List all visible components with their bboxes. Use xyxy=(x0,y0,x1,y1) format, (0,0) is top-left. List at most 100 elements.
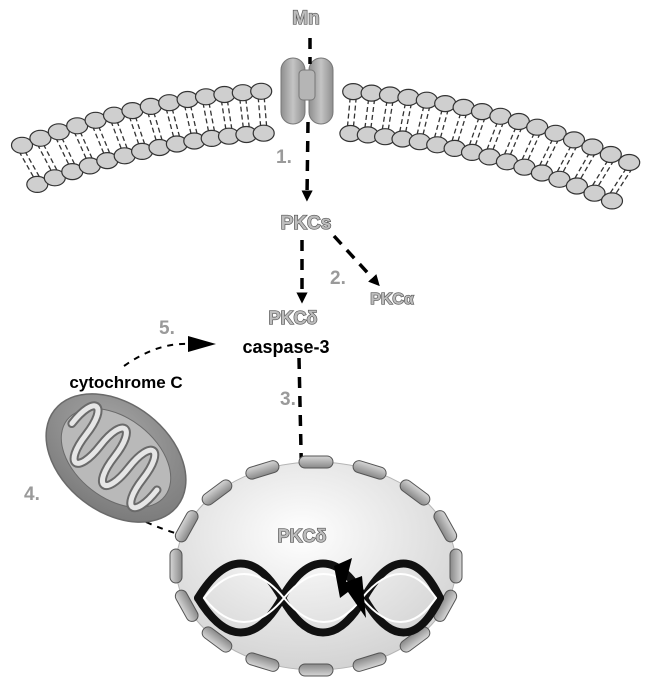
pkc-delta-cytosol-label: PKCδ xyxy=(269,308,318,328)
mn-label: Mn xyxy=(292,8,319,29)
lipid-tail xyxy=(555,145,572,174)
lipid-tail xyxy=(346,97,351,128)
step-2-label: 2. xyxy=(330,268,346,289)
lipid-head xyxy=(583,184,606,202)
lipid-head xyxy=(194,88,218,106)
lipid-tail xyxy=(183,105,192,136)
lipid-head xyxy=(102,106,126,124)
lipid-tail xyxy=(439,109,449,139)
envelope-segment xyxy=(298,663,334,677)
lipid-tail xyxy=(36,143,53,173)
lipid-head xyxy=(415,91,438,109)
lipid-head xyxy=(158,94,181,112)
lipid-tail xyxy=(364,99,370,129)
caspase-3-label: caspase-3 xyxy=(242,337,329,357)
lipid-head xyxy=(213,85,236,104)
lipid-head xyxy=(360,84,383,102)
lipid-head xyxy=(176,90,199,109)
lipid-tail xyxy=(544,139,560,168)
step1-arrow xyxy=(301,121,313,202)
lipid-tail xyxy=(352,97,357,128)
lipid-head xyxy=(581,138,604,156)
envelope-segment xyxy=(399,479,431,506)
lightning-bolt-icon xyxy=(334,558,366,618)
lipid-tail xyxy=(257,97,262,128)
lipid-tail xyxy=(171,108,181,139)
lipid-tail xyxy=(503,127,517,157)
lipid-tail xyxy=(134,116,146,146)
lipid-tail xyxy=(208,102,216,133)
lipid-tail xyxy=(404,103,413,134)
dna-helix xyxy=(194,559,444,637)
lipid-tail xyxy=(42,143,59,173)
lipid-tail xyxy=(561,145,578,174)
pkc-alpha-label: PKCα xyxy=(370,291,414,308)
lipid-head xyxy=(342,82,365,101)
lipid-tail xyxy=(416,106,425,136)
lipid-head xyxy=(470,102,494,121)
lipid-tail xyxy=(79,131,94,161)
lipid-tail xyxy=(450,113,462,143)
lipid-tail xyxy=(263,97,268,128)
lipid-tail xyxy=(491,122,505,152)
lipid-tail xyxy=(398,103,407,134)
envelope-segment xyxy=(298,455,334,469)
envelope-segment xyxy=(201,479,233,506)
step5-arrowhead xyxy=(188,336,216,352)
lipid-tail xyxy=(538,139,554,168)
step-3-label: 3. xyxy=(280,389,296,410)
lipid-head xyxy=(599,145,622,164)
envelope-segment xyxy=(352,652,387,672)
lipid-head xyxy=(378,86,402,104)
lipid-tail xyxy=(468,117,480,147)
lipid-tail xyxy=(370,99,376,129)
lipid-tail xyxy=(526,132,541,162)
lipid-tail xyxy=(220,100,227,131)
pkcs-label: PKCs xyxy=(281,213,332,234)
cytochrome-c-label: cytochrome C xyxy=(69,373,182,392)
lipid-tail xyxy=(55,137,70,166)
lipid-tail xyxy=(387,100,394,131)
lipid-head xyxy=(544,124,567,142)
envelope-segment xyxy=(245,652,280,672)
lipid-head xyxy=(452,98,475,117)
lipid-tail xyxy=(61,137,76,166)
lipid-tail xyxy=(18,150,35,179)
lipid-head xyxy=(121,101,144,120)
lipid-head xyxy=(139,97,162,116)
lipid-tail xyxy=(608,168,627,196)
lipid-tail xyxy=(97,126,111,155)
nuclear-envelope xyxy=(169,455,463,677)
lipid-tail xyxy=(226,100,233,131)
lipid-tail xyxy=(433,109,443,139)
lipid-tail xyxy=(381,100,388,131)
lipid-head xyxy=(250,82,273,100)
lipid-tail xyxy=(456,113,468,143)
lipid-tail xyxy=(202,102,210,133)
lipid-tail xyxy=(73,131,88,161)
lipid-tail xyxy=(422,106,431,136)
step-5-label: 5. xyxy=(159,318,175,339)
lipid-tail xyxy=(509,127,523,157)
lipid-head xyxy=(231,84,254,102)
lipid-tail xyxy=(153,112,164,142)
lipid-tail xyxy=(596,160,615,188)
envelope-segment xyxy=(245,460,280,480)
lipid-tail xyxy=(590,160,609,188)
lipid-tail xyxy=(91,126,105,155)
lipid-tail xyxy=(116,120,129,151)
envelope-segment xyxy=(201,626,233,653)
lipid-tail xyxy=(245,98,251,129)
lipid-tail xyxy=(147,112,158,142)
step-1-label: 1. xyxy=(276,147,292,168)
lipid-head xyxy=(618,153,641,172)
lipid-head xyxy=(562,131,586,149)
membrane-channel xyxy=(280,57,334,125)
envelope-segment xyxy=(449,548,463,584)
lipid-head xyxy=(434,94,457,113)
step2-arrow xyxy=(332,234,380,287)
cell-membrane xyxy=(10,82,641,210)
lipid-tail xyxy=(110,120,123,151)
step5-arrow xyxy=(123,342,191,367)
